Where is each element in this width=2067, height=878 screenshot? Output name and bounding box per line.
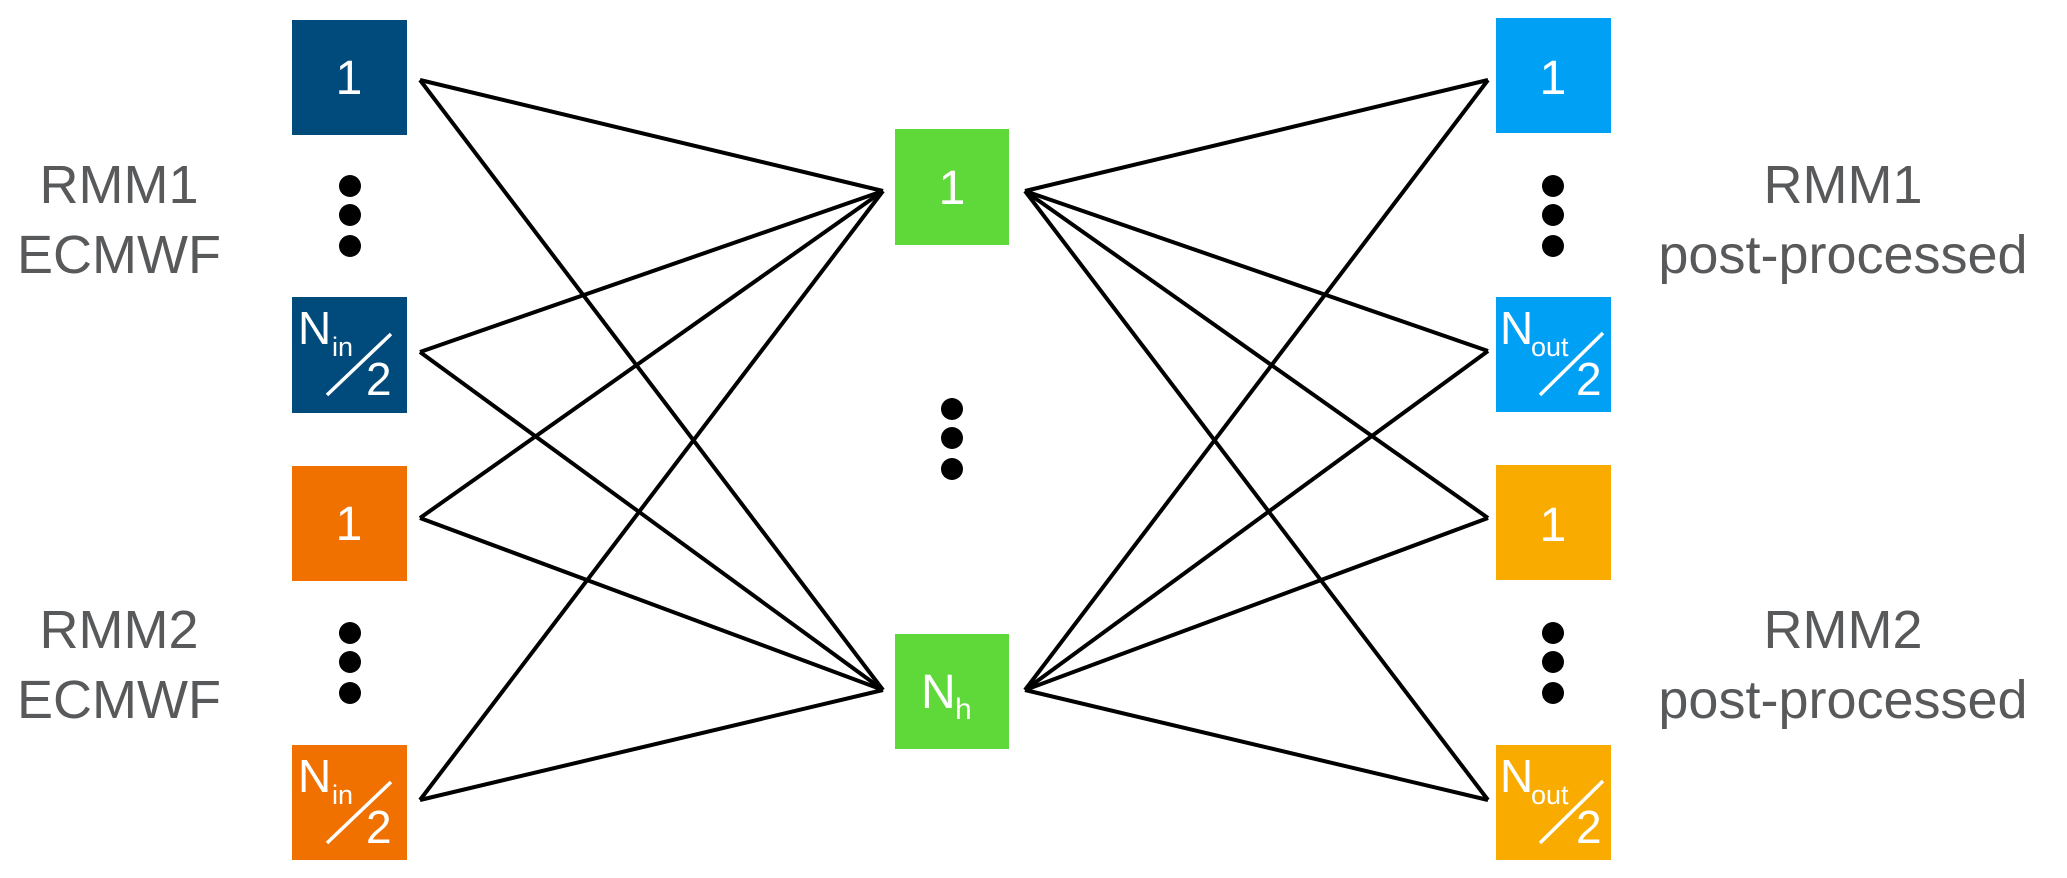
output-node-rmm1-first: 1 <box>1496 18 1611 133</box>
connection-edge <box>1023 349 1490 692</box>
ellipsis-dot <box>1542 622 1564 644</box>
right-label-postprocessed-2: post-processed <box>1658 670 2027 730</box>
left-label-ecmwf-1: ECMWF <box>17 225 221 285</box>
connection-edge <box>419 516 884 692</box>
connection-edge <box>1023 78 1490 692</box>
connection-edge <box>418 350 885 692</box>
input-node-rmm1-last: N in 2 <box>292 297 407 413</box>
connection-edge <box>1023 189 1490 520</box>
connection-edge <box>419 688 884 802</box>
node-label: 1 <box>336 498 363 551</box>
node-label-denominator: 2 <box>1576 801 1602 853</box>
output-node-rmm2-last: N out 2 <box>1496 745 1611 860</box>
hidden-node-last: N h <box>895 634 1009 749</box>
node-label-main: N <box>298 302 331 354</box>
ellipses <box>339 175 1564 704</box>
node-label: 1 <box>939 162 966 215</box>
node-label-denominator: 2 <box>366 353 392 405</box>
output-node-rmm2-first: 1 <box>1496 465 1611 580</box>
right-label-rmm2: RMM2 <box>1764 600 1923 660</box>
node-box <box>895 634 1009 749</box>
node-box <box>1496 745 1611 860</box>
node-box <box>1496 465 1611 580</box>
node-label: 1 <box>336 52 363 105</box>
node-label-sub: out <box>1531 332 1569 362</box>
fraction-slash <box>1538 779 1605 845</box>
ellipsis-dot <box>1542 204 1564 226</box>
node-label: 1 <box>1540 499 1567 552</box>
connection-edge <box>418 189 885 802</box>
left-label-rmm2: RMM2 <box>40 600 199 660</box>
ellipsis-dot <box>339 175 361 197</box>
right-label-rmm1: RMM1 <box>1764 155 1923 215</box>
input-node-rmm2-last: N in 2 <box>292 745 407 860</box>
node-label-sub: in <box>332 332 353 362</box>
node-label-main: N <box>298 750 331 802</box>
node-box <box>292 745 407 860</box>
node-box <box>895 129 1009 245</box>
node-label: 1 <box>1540 52 1567 105</box>
fraction-slash <box>1538 331 1605 397</box>
output-node-rmm1-last: N out 2 <box>1496 297 1611 412</box>
connection-edge <box>418 78 885 692</box>
connection-edge <box>1024 189 1489 353</box>
node-box <box>1496 18 1611 133</box>
ellipsis-dot <box>1542 651 1564 673</box>
connection-edge <box>419 78 884 193</box>
connection-edge <box>419 189 884 354</box>
connection-edge <box>1024 688 1489 802</box>
node-label-sub: in <box>332 780 353 810</box>
connection-edge <box>1024 516 1489 692</box>
node-box <box>292 297 407 413</box>
hidden-node-first: 1 <box>895 129 1009 245</box>
node-label-main: N <box>1500 750 1533 802</box>
node-box <box>292 20 407 135</box>
ellipsis-dot <box>339 204 361 226</box>
node-label-sub: h <box>955 693 972 726</box>
connection-edge <box>418 189 885 520</box>
ellipsis-dot <box>1542 175 1564 197</box>
ellipsis-dot <box>339 651 361 673</box>
ellipsis-dot <box>1542 682 1564 704</box>
ellipsis-dot <box>941 427 963 449</box>
ellipsis-dot <box>339 235 361 257</box>
node-label-denominator: 2 <box>366 801 392 853</box>
node-box <box>1496 297 1611 412</box>
ellipsis-dot <box>339 622 361 644</box>
left-label-ecmwf-2: ECMWF <box>17 670 221 730</box>
connections <box>418 78 1490 802</box>
ellipsis-dot <box>1542 235 1564 257</box>
input-node-rmm2-first: 1 <box>292 466 407 581</box>
node-label-denominator: 2 <box>1576 353 1602 405</box>
left-label-rmm1: RMM1 <box>40 155 199 215</box>
input-node-rmm1-first: 1 <box>292 20 407 135</box>
connection-edge <box>1023 189 1490 802</box>
node-label-main: N <box>921 666 956 719</box>
fraction-slash <box>325 332 393 397</box>
right-label-postprocessed-1: post-processed <box>1658 225 2027 285</box>
node-box <box>292 466 407 581</box>
fraction-slash <box>325 780 393 845</box>
node-label-sub: out <box>1531 780 1569 810</box>
connection-edge <box>1024 78 1489 193</box>
ellipsis-dot <box>941 458 963 480</box>
ellipsis-dot <box>339 682 361 704</box>
ellipsis-dot <box>941 398 963 420</box>
node-label-main: N <box>1500 302 1533 354</box>
